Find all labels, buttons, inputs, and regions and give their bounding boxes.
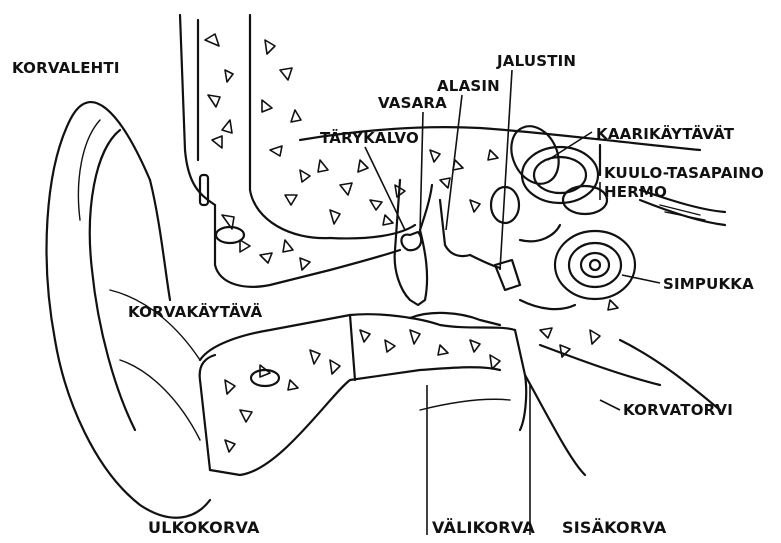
label-korvatorvi: KORVATORVI <box>623 402 733 419</box>
label-valikorva: VÄLIKORVA <box>432 519 535 536</box>
label-kaarikaytavat: KAARIKÄYTÄVÄT <box>596 126 734 143</box>
inner-ear <box>491 119 725 357</box>
label-sisakorva: SISÄKORVA <box>562 519 666 536</box>
label-korvakaytava: KORVAKÄYTÄVÄ <box>128 304 262 321</box>
label-tarykalvo: TÄRYKALVO <box>320 130 419 147</box>
label-hermo: HERMO <box>604 184 667 201</box>
label-jalustin: JALUSTIN <box>497 53 576 70</box>
temporal-bone-upper <box>180 15 700 287</box>
label-ulkokorva: ULKOKORVA <box>148 519 260 536</box>
label-alasin: ALASIN <box>437 78 500 95</box>
ear-canal-lower <box>200 313 527 475</box>
label-kuulo-tasapaino: KUULO-TASAPAINO <box>604 165 764 182</box>
label-korvalehti: KORVALEHTI <box>12 60 120 77</box>
label-vasara: VASARA <box>378 95 447 112</box>
label-simpukka: SIMPUKKA <box>663 276 754 293</box>
